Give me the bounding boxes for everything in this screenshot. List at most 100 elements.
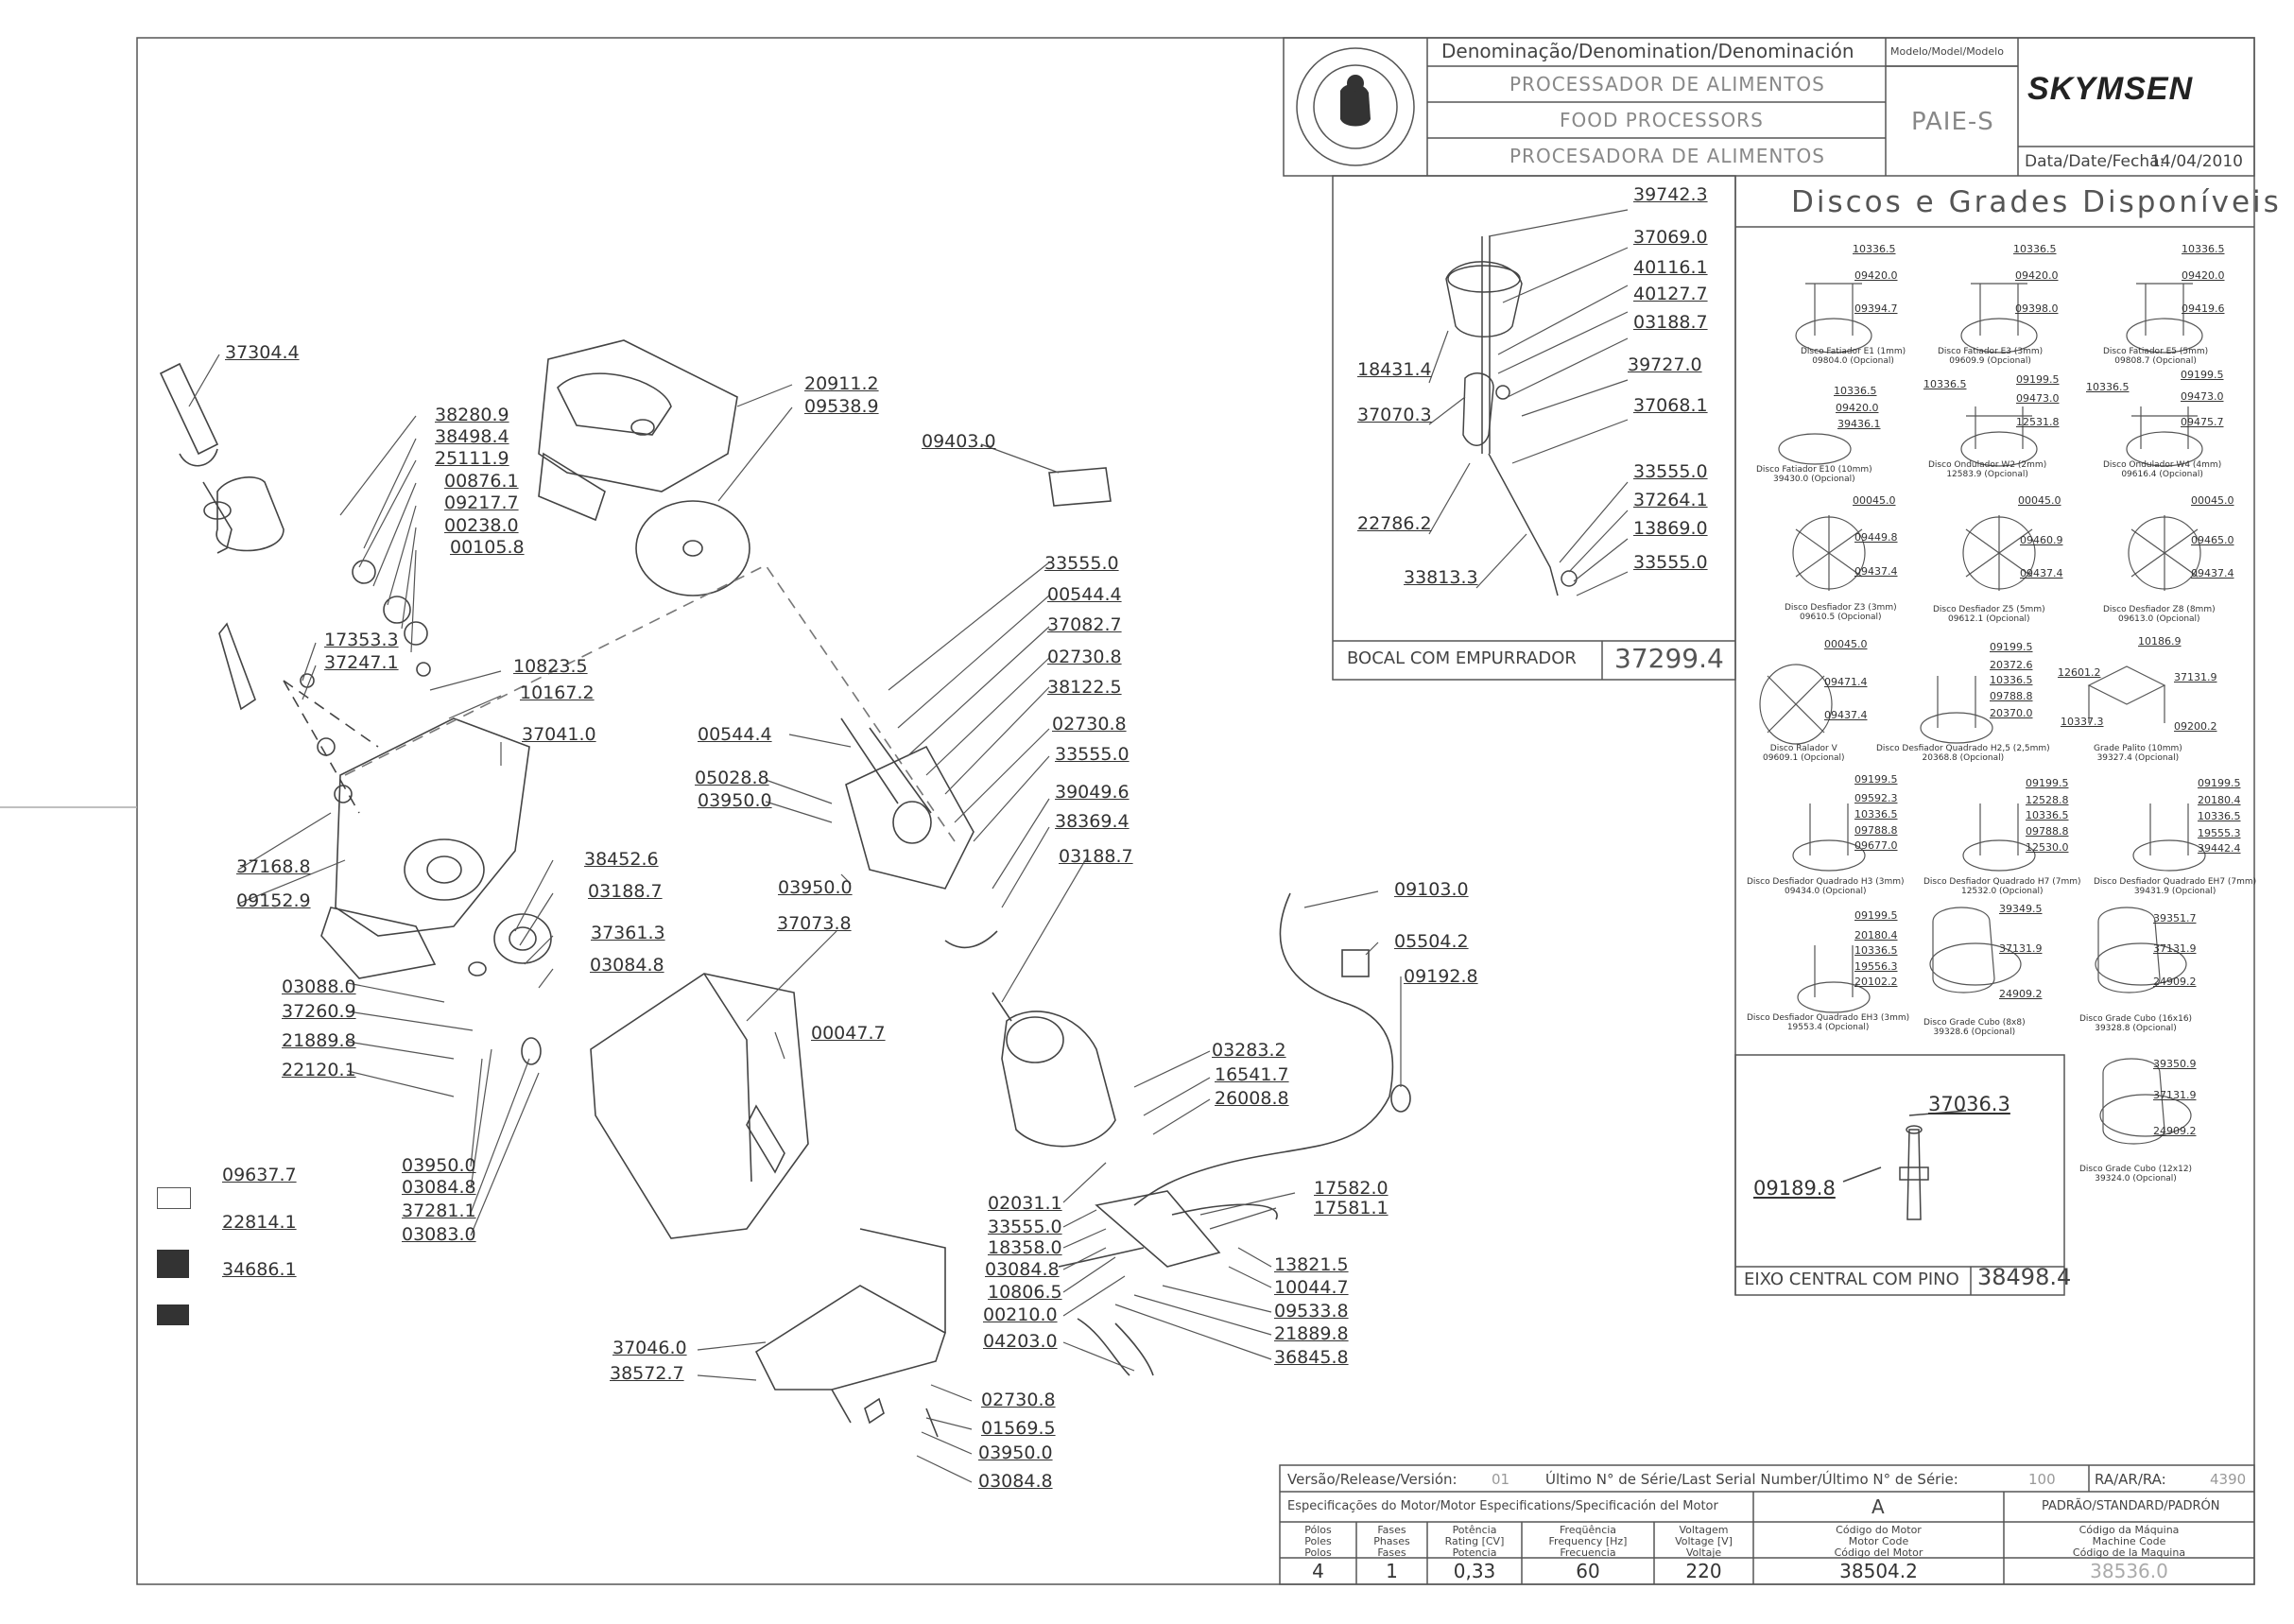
disc-part-label: 00045.0: [1824, 638, 1868, 650]
disc-caption: Disco Fatiador E10 (10mm)39430.0 (Opcion…: [1756, 465, 1872, 484]
disc-part-label: 09465.0: [2191, 534, 2234, 546]
disc-part-label: 19555.3: [2198, 827, 2241, 839]
disc-caption: Disco Fatiador E1 (1mm)09804.0 (Opcional…: [1801, 347, 1906, 366]
disc-part-label: 09420.0: [2182, 269, 2225, 282]
bocal-title: BOCAL COM EMPURRADOR: [1347, 648, 1577, 668]
bocal-part-label: 33555.0: [1633, 461, 1708, 482]
disc-part-label: 24909.2: [2153, 1125, 2197, 1137]
part-label: 03950.0: [778, 877, 853, 898]
part-label: 05028.8: [695, 768, 769, 788]
disc-caption: Disco Desfiador Z3 (3mm)09610.5 (Opciona…: [1785, 603, 1897, 622]
part-label: 37046.0: [612, 1338, 687, 1358]
eixo-inset-frame: [1734, 1054, 2065, 1296]
disc-part-label: 20180.4: [2198, 794, 2241, 806]
bocal-part-label: 40116.1: [1633, 257, 1708, 278]
disc-part-label: 00045.0: [2018, 494, 2061, 507]
disc-part-label: 39351.7: [2153, 912, 2197, 924]
part-label: 17582.0: [1314, 1178, 1388, 1199]
part-label: 01569.5: [981, 1418, 1056, 1439]
disc-part-label: 09437.4: [1854, 565, 1898, 578]
part-label: 03283.2: [1212, 1040, 1286, 1061]
disc-part-label: 10336.5: [1853, 243, 1896, 255]
disc-part-label: 20370.0: [1990, 707, 2033, 719]
part-label: 00876.1: [444, 471, 519, 492]
part-label: 10823.5: [513, 656, 588, 677]
brand-logo: SKYMSEN: [2027, 71, 2194, 107]
part-label: 09403.0: [922, 431, 996, 452]
disc-part-label: 09471.4: [1824, 676, 1868, 688]
part-label: 37168.8: [236, 856, 311, 877]
part-label: 09538.9: [804, 396, 879, 417]
part-label: 03950.0: [698, 790, 772, 811]
bocal-part-label: 37069.0: [1633, 227, 1708, 248]
part-label: 37361.3: [591, 923, 665, 943]
part-label: 00238.0: [444, 515, 519, 536]
disc-part-label: 09788.8: [2026, 825, 2069, 838]
bocal-part-label: 37068.1: [1633, 395, 1708, 416]
disc-part-label: 20180.4: [1854, 929, 1898, 942]
disc-caption: Disco Desfiador Quadrado EH3 (3mm)19553.…: [1747, 1013, 1910, 1032]
part-label: 13821.5: [1274, 1254, 1349, 1275]
part-label: 37281.1: [402, 1201, 476, 1221]
bocal-part-label: 37070.3: [1357, 405, 1432, 425]
part-label: 38498.4: [435, 426, 509, 447]
disc-part-label: 37131.9: [2153, 1089, 2197, 1101]
part-label: 00047.7: [811, 1023, 886, 1044]
value-phases: 1: [1386, 1560, 1398, 1582]
disc-part-label: 37131.9: [1999, 942, 2043, 955]
disc-part-label: 10336.5: [2086, 381, 2130, 393]
disc-part-label: 39350.9: [2153, 1058, 2197, 1070]
bocal-part-label: 13869.0: [1633, 518, 1708, 539]
disc-part-label: 10336.5: [1834, 385, 1877, 397]
part-label: 22814.1: [222, 1212, 297, 1233]
eixo-part-label: 37036.3: [1928, 1093, 2010, 1115]
part-label: 02730.8: [981, 1390, 1056, 1410]
disc-part-label: 10336.5: [1854, 808, 1898, 821]
disc-caption: Disco Desfiador Quadrado EH7 (7mm)39431.…: [2094, 877, 2257, 896]
part-label: 05504.2: [1394, 931, 1469, 952]
part-label: 10167.2: [520, 682, 595, 703]
disc-part-label: 09199.5: [2181, 369, 2224, 381]
decal-label-dark-small: [157, 1304, 189, 1325]
part-label: 03084.8: [590, 955, 664, 976]
disc-part-label: 10336.5: [1923, 378, 1967, 390]
bocal-part-label: 18431.4: [1357, 359, 1432, 380]
motor-spec-label: Especificações do Motor/Motor Especifica…: [1287, 1499, 1718, 1513]
part-label: 00544.4: [1047, 584, 1122, 605]
bocal-part-label: 22786.2: [1357, 513, 1432, 534]
disc-part-label: 37131.9: [2174, 671, 2217, 683]
disc-part-label: 12530.0: [2026, 841, 2069, 854]
part-label: 00210.0: [983, 1304, 1058, 1325]
part-label: 03088.0: [282, 976, 356, 997]
disc-part-label: 09200.2: [2174, 720, 2217, 733]
disc-part-label: 09437.4: [2020, 567, 2063, 579]
disc-part-label: 20102.2: [1854, 976, 1898, 988]
footer-table-frame: [1279, 1464, 2255, 1585]
disc-part-label: 37131.9: [2153, 942, 2197, 955]
part-label: 16541.7: [1215, 1064, 1289, 1085]
disc-part-label: 12528.8: [2026, 794, 2069, 806]
part-label: 38280.9: [435, 405, 509, 425]
badge-icon: [1340, 75, 1371, 127]
disc-part-label: 09677.0: [1854, 839, 1898, 852]
part-label: 09217.7: [444, 492, 519, 513]
disc-caption: Disco Grade Cubo (16x16)39328.8 (Opciona…: [2079, 1014, 2193, 1033]
date-value: 14/04/2010: [2150, 152, 2243, 171]
part-label: 25111.9: [435, 448, 509, 469]
part-label: 36845.8: [1274, 1347, 1349, 1368]
authorized-service-badge: [1302, 53, 1408, 159]
decal-blank: [157, 1187, 191, 1209]
disc-caption: Disco Desfiador Quadrado H7 (7mm)12532.0…: [1923, 877, 2081, 896]
part-label: 10806.5: [988, 1282, 1062, 1303]
bocal-inset-frame: [1332, 175, 1736, 681]
disc-part-label: 09473.0: [2181, 390, 2224, 403]
part-label: 03084.8: [978, 1471, 1053, 1492]
part-label: 33555.0: [1055, 744, 1130, 765]
disc-part-label: 09398.0: [2015, 302, 2059, 315]
disc-part-label: 09475.7: [2181, 416, 2224, 428]
